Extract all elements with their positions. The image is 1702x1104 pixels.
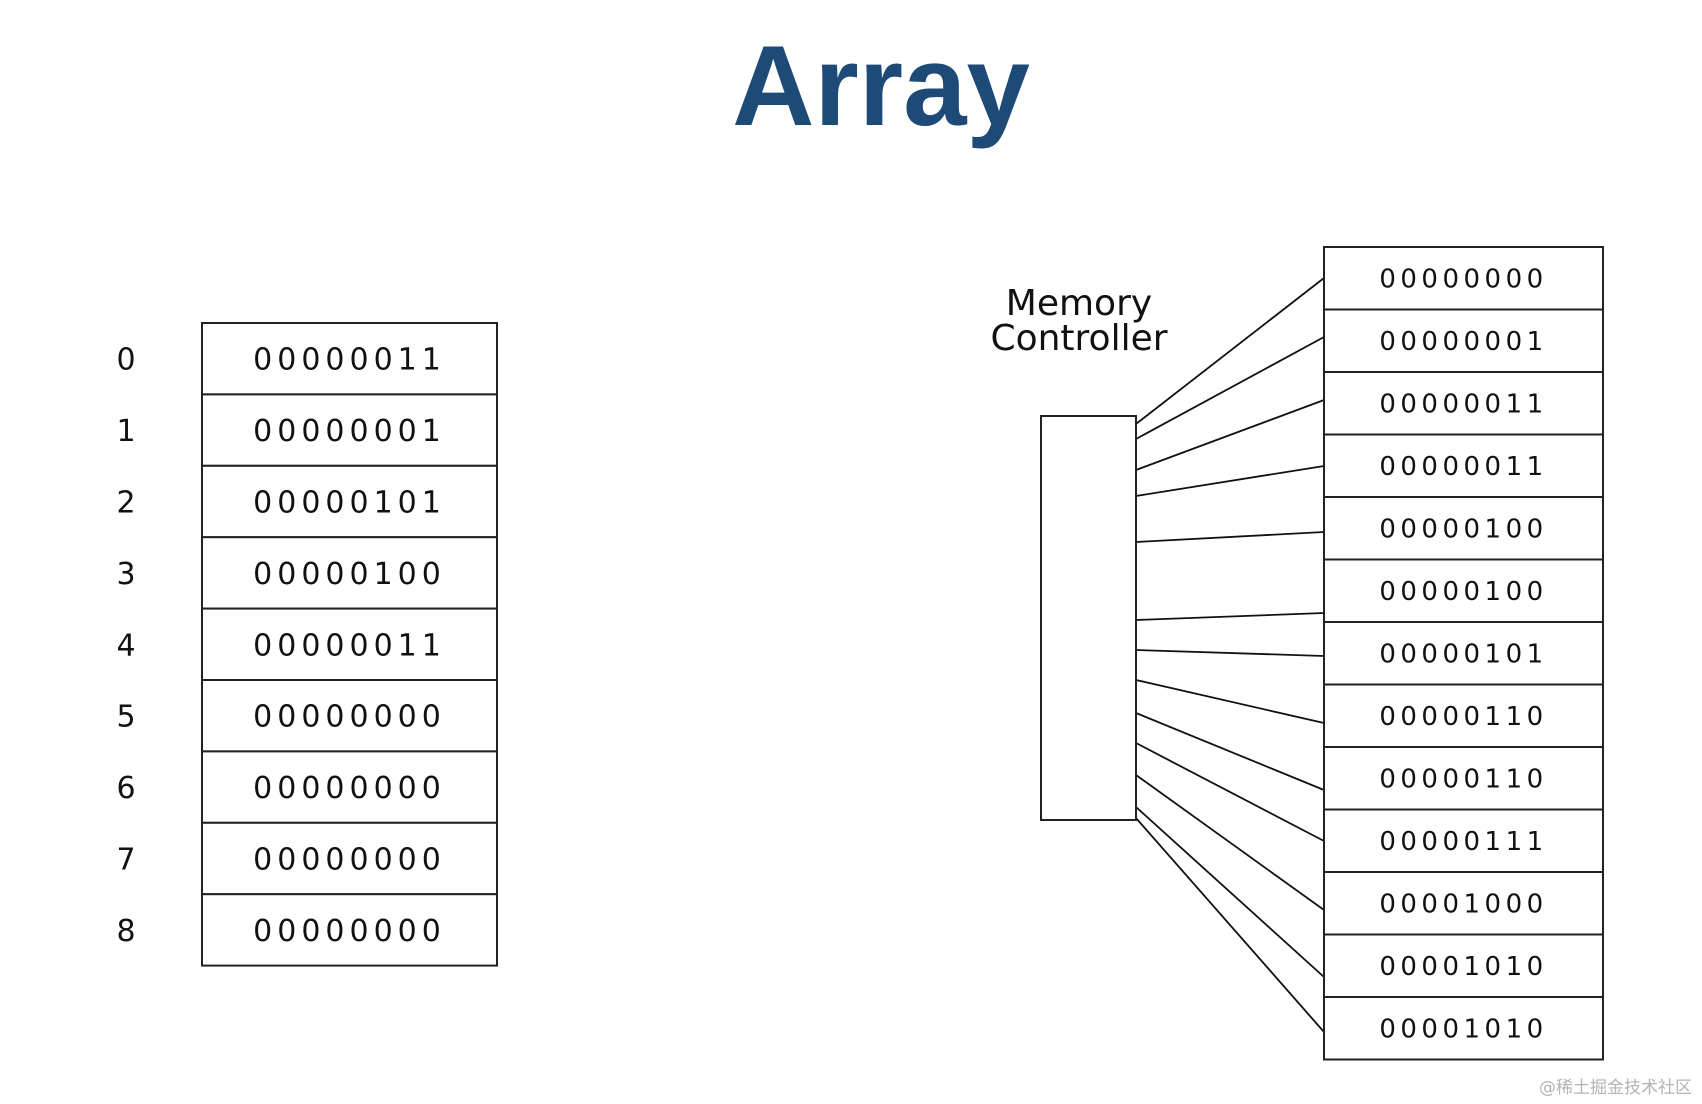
array-index-label: 5 [116, 700, 135, 735]
memory-cell-value: 00000100 [1379, 577, 1547, 607]
controller-wire [1135, 817, 1325, 1033]
memory-cell [1323, 871, 1604, 936]
controller-wire [1135, 679, 1325, 724]
memory-cell-value: 00000100 [1379, 514, 1547, 544]
memory-cell-value: 00000110 [1379, 764, 1547, 794]
memory-controller-label-line2: Controller [990, 318, 1167, 359]
array-index-label: 1 [116, 414, 135, 449]
memory-cell-value: 00000011 [1379, 389, 1547, 419]
controller-wire [1135, 531, 1325, 543]
memory-cell-value: 00000011 [1379, 452, 1547, 482]
memory-cell-value: 00000000 [1379, 264, 1547, 294]
controller-wire [1135, 277, 1325, 425]
controller-wire [1135, 774, 1325, 911]
array-cell-value: 00000000 [253, 771, 446, 806]
array-cell-value: 00000000 [253, 843, 446, 878]
memory-cell [1323, 683, 1604, 748]
array-cell [201, 464, 498, 539]
controller-wire [1135, 742, 1325, 842]
controller-wire [1135, 806, 1325, 978]
array-cell-value: 00000001 [253, 414, 446, 449]
memory-cell [1323, 996, 1604, 1061]
memory-controller-box [1040, 415, 1137, 821]
array-index-label: 4 [116, 628, 135, 663]
array-index-label: 3 [116, 557, 135, 592]
array-cell [201, 893, 498, 967]
memory-cell-value: 00000111 [1379, 827, 1547, 857]
memory-cell-value: 00001010 [1379, 952, 1547, 982]
memory-cell-value: 00001000 [1379, 889, 1547, 919]
array-cell-value: 00000101 [253, 486, 446, 521]
memory-cell [1323, 558, 1604, 623]
memory-cell [1323, 808, 1604, 873]
array-cell [201, 393, 498, 467]
array-index-label: 0 [116, 343, 135, 378]
array-cell-value: 00000100 [253, 557, 446, 592]
memory-cell [1323, 496, 1604, 561]
controller-wires [1135, 277, 1325, 1033]
array-cell-value: 00000011 [253, 343, 446, 378]
array-cell [201, 750, 498, 824]
controller-wire [1135, 399, 1325, 471]
memory-cell-value: 00000001 [1379, 327, 1547, 357]
memory-table: 00000000 00000001 00000011 00000011 00000100… [1323, 246, 1604, 1061]
memory-cell-value: 00000101 [1379, 639, 1547, 669]
array-cell [201, 821, 498, 896]
controller-wire [1135, 336, 1325, 440]
memory-cell [1323, 621, 1604, 686]
controller-wire [1135, 649, 1325, 657]
page-title: Array [732, 23, 1030, 150]
array-table: 00000011 0 00000001 1 00000101 2 00000100 3 0000… [116, 322, 498, 967]
controller-wire [1135, 465, 1325, 497]
memory-cell-value: 00001010 [1379, 1014, 1547, 1044]
memory-cell [1323, 246, 1604, 311]
controller-wire [1135, 612, 1325, 621]
array-index-label: 8 [116, 914, 135, 949]
array-index-label: 2 [116, 486, 135, 521]
memory-cell [1323, 371, 1604, 436]
array-index-label: 6 [116, 771, 135, 806]
array-cell [201, 322, 498, 396]
memory-cell [1323, 933, 1604, 998]
memory-cell [1323, 746, 1604, 811]
memory-controller-label-line1: Memory [1006, 283, 1152, 324]
watermark: @稀土掘金技术社区 [1539, 1078, 1692, 1098]
memory-cell-value: 00000110 [1379, 702, 1547, 732]
array-cell-value: 00000011 [253, 628, 446, 663]
memory-cell [1323, 308, 1604, 373]
array-cell-value: 00000000 [253, 914, 446, 949]
array-index-label: 7 [116, 843, 135, 878]
array-cell-value: 00000000 [253, 700, 446, 735]
controller-wire [1135, 712, 1325, 791]
